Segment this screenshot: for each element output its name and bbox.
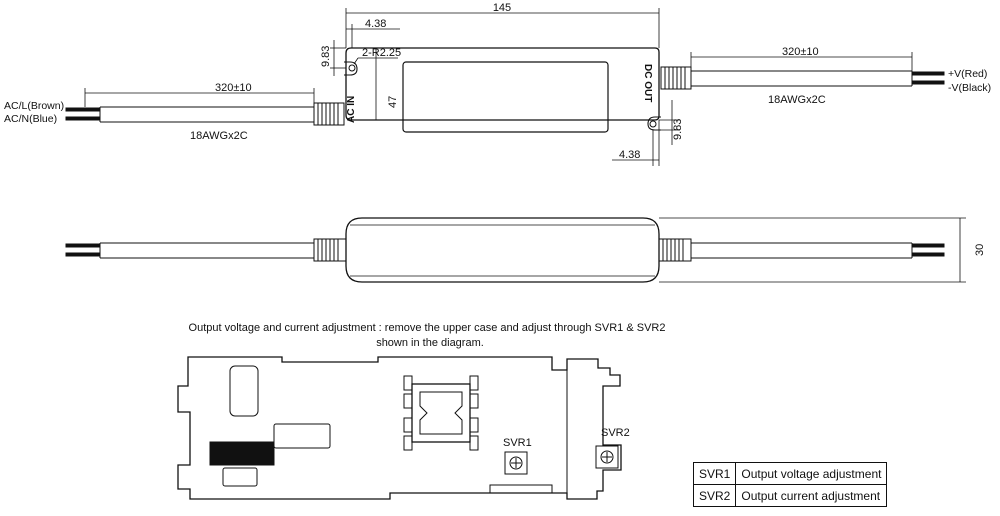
- input-wire-neutral: AC/N(Blue): [4, 113, 57, 125]
- svr-name-cell: SVR2: [692, 484, 737, 507]
- output-wire-pos: +V(Red): [948, 68, 987, 80]
- table-row: SVR2 Output current adjustment: [692, 484, 888, 507]
- pcb-caption-line1: Output voltage and current adjustment : …: [189, 322, 666, 334]
- mounting-hole-right: [647, 116, 661, 131]
- input-wire-live: AC/L(Brown): [4, 100, 64, 112]
- svr-function-cell: Output voltage adjustment: [735, 462, 888, 485]
- input-strain-relief: [313, 102, 345, 126]
- pcb-caption-line2: shown in the diagram.: [376, 337, 484, 349]
- svr2-label: SVR2: [601, 427, 630, 439]
- dim-hole-offset-top: 4.38: [365, 18, 386, 30]
- dim-overall-length: 145: [493, 2, 511, 14]
- side-view-housing: [345, 217, 660, 283]
- svr1-label: SVR1: [503, 437, 532, 449]
- svr-function-cell: Output current adjustment: [735, 484, 888, 507]
- top-view-housing: [345, 47, 660, 121]
- pcb-outline: [177, 356, 622, 500]
- output-cable-spec: 18AWGx2C: [768, 94, 826, 106]
- dim-output-cable-length: 320±10: [782, 46, 819, 58]
- mounting-hole-left: [344, 61, 358, 76]
- dim-input-cable-length: 320±10: [215, 82, 252, 94]
- dim-width: 47: [387, 96, 399, 108]
- dim-height: 30: [974, 244, 986, 256]
- input-cable-spec: 18AWGx2C: [190, 130, 248, 142]
- dim-hole-height-left: 9.83: [320, 46, 332, 67]
- pcb-view: [177, 356, 622, 500]
- side-view: [65, 217, 966, 283]
- dim-hole-height-right: 9.83: [672, 119, 684, 140]
- dim-hole-radius: 2-R2.25: [362, 47, 401, 59]
- output-strain-relief: [660, 66, 692, 90]
- table-row: SVR1 Output voltage adjustment: [692, 462, 888, 485]
- dim-hole-offset-bottom: 4.38: [619, 149, 640, 161]
- output-wire-neg: -V(Black): [948, 82, 991, 94]
- input-port-label: AC IN: [346, 96, 357, 123]
- svr-name-cell: SVR1: [692, 462, 737, 485]
- svr1-potentiometer: [504, 451, 528, 475]
- transformer: [403, 375, 479, 451]
- output-port-label: DC OUT: [642, 64, 653, 102]
- label-window: [402, 61, 609, 133]
- svr-function-table: SVR1 Output voltage adjustment SVR2 Outp…: [692, 462, 888, 507]
- svr2-potentiometer: [595, 445, 619, 469]
- top-view: [65, 8, 945, 166]
